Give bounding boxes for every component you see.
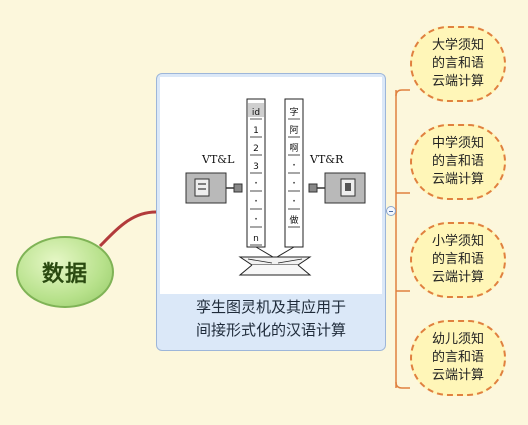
right-device-box: [324, 172, 366, 204]
stand-base-bottom: [238, 264, 312, 276]
left-tape-cell-8: n: [253, 234, 259, 244]
right-tape-cell-1: 字: [289, 106, 298, 118]
left-tape-cell-1: id: [252, 108, 260, 118]
left-device-label: VT&L: [201, 153, 235, 166]
child-4-line-3: 云端计算: [431, 368, 484, 383]
right-device-indicator: [345, 183, 351, 191]
child-node-university[interactable]: 大学须知 的言和语 云端计算: [410, 26, 506, 102]
left-tape-cell-6: ·: [254, 194, 258, 208]
left-tape-cell-5: ·: [254, 176, 258, 190]
root-node[interactable]: 数据: [16, 236, 114, 308]
child-node-middle-school[interactable]: 中学须知 的言和语 云端计算: [410, 124, 506, 200]
right-tape-cell-5: ·: [292, 176, 296, 190]
branch-link-1: [395, 89, 410, 97]
left-tape-cell-7: ·: [254, 212, 258, 226]
right-device-label: VT&R: [309, 153, 344, 166]
child-1-line-1: 大学须知: [431, 38, 484, 53]
caption-line-2: 间接形式化的汉语计算: [195, 321, 346, 339]
right-tape-cell-3: 啊: [289, 143, 298, 154]
right-tape-cell-6: ·: [292, 194, 296, 208]
right-device-probe: [308, 183, 318, 193]
turing-machine-svg: id 1 2 3 · · · n 字阿啊 · · · 做 VT&L VT&R: [185, 98, 366, 276]
child-3-line-2: 的言和语: [431, 252, 484, 267]
child-3-line-3: 云端计算: [431, 270, 484, 285]
collapse-toggle-icon[interactable]: [386, 206, 396, 216]
stand-right-leg: [276, 246, 295, 258]
left-tape-cell-3: 2: [253, 144, 259, 154]
root-label: 数据: [41, 262, 88, 287]
stand-cross-1: [247, 258, 273, 264]
left-device-probe: [233, 183, 243, 193]
right-tape-cell-2: 阿: [289, 125, 298, 136]
left-device-screen: [194, 178, 210, 197]
child-2-line-1: 中学须知: [431, 136, 484, 151]
stand-base-top: [238, 256, 312, 266]
child-4-line-2: 的言和语: [431, 350, 484, 365]
child-node-primary-school[interactable]: 小学须知 的言和语 云端计算: [410, 222, 506, 298]
branch-link-4: [395, 381, 410, 389]
main-topic-caption: 孪生图灵机及其应用于 间接形式化的汉语计算: [157, 296, 385, 342]
stand-cross-2: [277, 258, 303, 264]
child-1-line-3: 云端计算: [431, 74, 484, 89]
child-4-line-1: 幼儿须知: [431, 332, 484, 347]
left-tape-head-cell: [248, 103, 264, 117]
main-topic-node[interactable]: id 1 2 3 · · · n 字阿啊 · · · 做 VT&L VT&R: [156, 73, 386, 351]
child-3-line-1: 小学须知: [431, 234, 484, 249]
caption-line-1: 孪生图灵机及其应用于: [195, 298, 346, 316]
root-connector: [98, 210, 157, 248]
child-2-line-2: 的言和语: [431, 154, 484, 169]
right-tape-cell-7: 做: [289, 214, 298, 226]
left-tape-cell-2: 1: [253, 126, 259, 136]
stand-left-leg: [255, 246, 274, 258]
child-2-line-3: 云端计算: [431, 172, 484, 187]
turing-machine-figure: id 1 2 3 · · · n 字阿啊 · · · 做 VT&L VT&R: [160, 77, 382, 294]
child-1-line-2: 的言和语: [431, 56, 484, 71]
child-node-kindergarten[interactable]: 幼儿须知 的言和语 云端计算: [410, 320, 506, 396]
left-tape-cell-4: 3: [253, 162, 259, 172]
right-tape-cell-4: ·: [292, 158, 296, 172]
